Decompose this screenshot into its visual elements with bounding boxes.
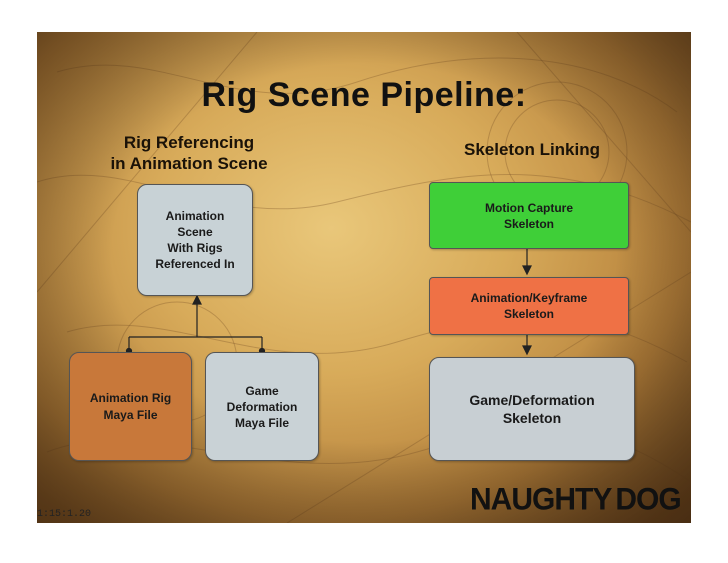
slide: Rig Scene Pipeline: Rig Referencing in A… [37,32,691,523]
game-deformation-file-box: Game Deformation Maya File [205,352,319,461]
game-deformation-file-label: Game Deformation Maya File [226,383,298,430]
arrowhead-down-2 [522,345,532,356]
motion-capture-box: Motion Capture Skeleton [429,182,629,249]
animation-scene-box: Animation Scene With Rigs Referenced In [137,184,253,296]
arrowhead-up [192,294,202,305]
animation-scene-label: Animation Scene With Rigs Referenced In [155,209,235,271]
arrowhead-down-1 [522,265,532,276]
logo-word-naughty: NAUGHTY [470,482,612,517]
right-heading: Skeleton Linking [463,140,601,159]
left-heading: Rig Referencing in Animation Scene [110,133,268,173]
naughty-dog-logo: NAUGHTY DOG [470,482,682,518]
animation-keyframe-box: Animation/Keyframe Skeleton [429,277,629,335]
game-deformation-skeleton-box: Game/Deformation Skeleton [429,357,635,461]
animation-rig-label: Animation Rig Maya File [89,390,172,422]
animation-keyframe-label: Animation/Keyframe Skeleton [470,291,588,321]
game-deformation-skeleton-label: Game/Deformation Skeleton [469,392,595,426]
logo-word-dog: DOG [615,482,681,517]
animation-rig-box: Animation Rig Maya File [69,352,192,461]
timestamp: 1:15:1.20 [37,509,92,520]
motion-capture-label: Motion Capture Skeleton [485,200,573,231]
slide-title: Rig Scene Pipeline: [201,76,527,114]
